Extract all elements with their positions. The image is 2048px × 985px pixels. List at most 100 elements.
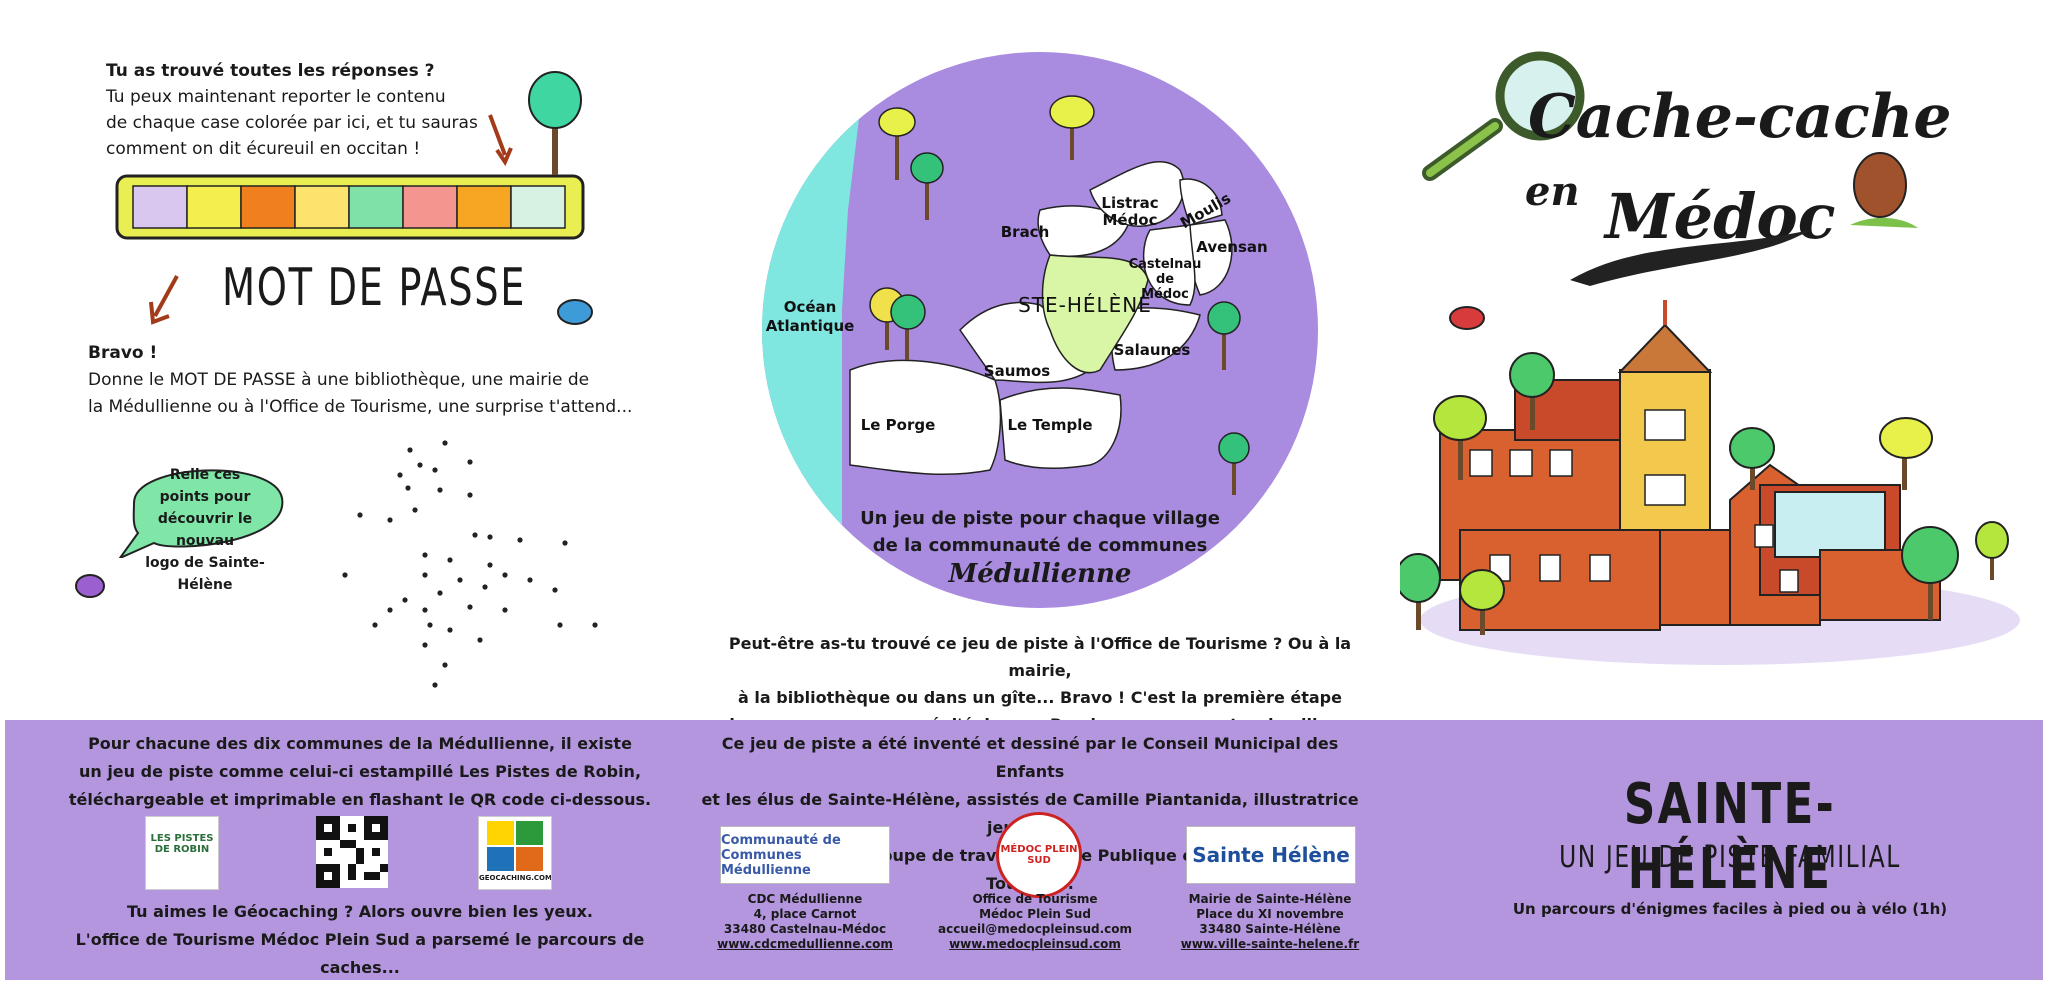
tree-icon xyxy=(869,95,1250,495)
intro-text: Tu as trouvé toutes les réponses ? Tu pe… xyxy=(106,58,526,162)
address-line: Place du XI novembre xyxy=(1196,907,1344,921)
town-tagline: Un parcours d'énigmes faciles à pied ou … xyxy=(1512,900,1948,918)
address-line: Mairie de Sainte-Hélène xyxy=(1188,892,1352,906)
address-line: Office de Tourisme xyxy=(972,892,1098,906)
village-label: Brach xyxy=(1001,223,1050,241)
title-medoc: Médoc xyxy=(1605,180,1836,253)
bubble-line: découvrir le nouvau xyxy=(157,511,253,549)
village-label: Médoc xyxy=(1102,211,1157,229)
address-line: Médoc Plein Sud xyxy=(979,907,1091,921)
bird-icon xyxy=(75,574,105,598)
pistes-line: un jeu de piste comme celui-ci estampill… xyxy=(78,762,642,781)
caption-line: Un jeu de piste pour chaque village xyxy=(860,508,1220,529)
partner-logo-text: Communauté de Communes Médullienne xyxy=(721,832,841,878)
partner-link[interactable]: www.cdcmedullienne.com xyxy=(717,937,893,951)
village-label: Médoc xyxy=(1141,287,1189,302)
partner-link[interactable]: www.ville-sainte-helene.fr xyxy=(1180,937,1360,951)
geocaching-logo: GEOCACHING.COM xyxy=(478,816,552,890)
town-subtitle: UN JEU DE PISTE FAMILIAL xyxy=(1559,840,1901,875)
village-label: Saumos xyxy=(984,362,1051,380)
center-line: Peut-être as-tu trouvé ce jeu de piste à… xyxy=(728,634,1352,680)
village-label: Salaunes xyxy=(1114,341,1191,359)
tree-icon xyxy=(528,71,582,175)
password-box xyxy=(186,185,242,229)
password-title: MOT DE PASSE xyxy=(222,258,527,318)
village-label: de xyxy=(1156,272,1174,287)
connect-the-dots xyxy=(342,440,598,688)
address-line: 4, place Carnot xyxy=(753,907,857,921)
partner-address: Office de Tourisme Médoc Plein Sud accue… xyxy=(935,892,1135,952)
password-box xyxy=(456,185,512,229)
arrow-icon xyxy=(149,275,179,325)
speech-bubble xyxy=(118,469,284,558)
town-title: SAINTE-HÉLÈNE xyxy=(1623,772,1837,902)
ste-helene-area xyxy=(1041,254,1149,374)
robin-logo-line: LES PISTES xyxy=(150,833,214,844)
bravo-text: Bravo ! Donne le MOT DE PASSE à une bibl… xyxy=(88,340,708,421)
village-label: Listrac xyxy=(1101,194,1158,212)
title-en: en xyxy=(1525,168,1580,215)
password-box xyxy=(240,185,296,229)
geocaching-label: GEOCACHING.COM xyxy=(479,874,552,882)
bravo-title: Bravo ! xyxy=(88,343,158,363)
center-line: à la bibliothèque ou dans un gîte... Bra… xyxy=(738,688,1342,707)
page-title: Cache-cache xyxy=(1528,82,1952,152)
password-box xyxy=(402,185,458,229)
robin-logo: LES PISTES DE ROBIN xyxy=(145,816,219,890)
credits-line: Ce jeu de piste a été inventé et dessiné… xyxy=(721,734,1339,781)
bubble-text: Relie ces points pour découvrir le nouva… xyxy=(132,464,278,596)
village-label: Castelnau xyxy=(1129,257,1202,272)
partner-address: Mairie de Sainte-Hélène Place du XI nove… xyxy=(1170,892,1370,952)
pistes-info: Pour chacune des dix communes de la Médu… xyxy=(60,730,660,814)
bravo-line: Donne le MOT DE PASSE à une bibliothèque… xyxy=(88,370,590,390)
arrow-icon xyxy=(488,114,513,167)
pistes-line: Pour chacune des dix communes de la Médu… xyxy=(88,734,632,753)
magnifying-glass-icon xyxy=(1422,51,1585,181)
village-label: Atlantique xyxy=(766,317,855,335)
village-label: Océan xyxy=(784,298,837,316)
pinecone-icon xyxy=(1850,152,1918,228)
partner-address: CDC Médullienne 4, place Carnot 33480 Ca… xyxy=(705,892,905,952)
village-illustration xyxy=(1400,300,2020,665)
village-label: Le Porge xyxy=(861,416,936,434)
swoosh-icon xyxy=(1570,230,1810,286)
password-box xyxy=(510,185,566,229)
intro-line: Tu peux maintenant reporter le contenu xyxy=(106,87,446,107)
address-line: 33480 Castelnau-Médoc xyxy=(723,922,887,936)
caption-brand: Médullienne xyxy=(948,559,1132,589)
partner-logo-text: MÉDOC PLEIN SUD xyxy=(1000,844,1078,866)
bubble-line: points pour xyxy=(159,489,251,505)
bird-icon xyxy=(1449,306,1485,330)
address-line: CDC Médullienne xyxy=(747,892,863,906)
geocaching-line: Tu aimes le Géocaching ? Alors ouvre bie… xyxy=(126,902,594,921)
bravo-line: la Médullienne ou à l'Office de Tourisme… xyxy=(88,397,633,417)
village-label: Le Temple xyxy=(1007,416,1092,434)
geocaching-line: L'office de Tourisme Médoc Plein Sud a p… xyxy=(75,930,645,977)
bird-icon xyxy=(557,299,593,325)
sainte-helene-logo: Sainte Hélène xyxy=(1186,826,1356,884)
intro-line: comment on dit écureuil en occitan ! xyxy=(106,139,421,159)
intro-line: de chaque case colorée par ici, et tu sa… xyxy=(106,113,478,133)
password-boxes xyxy=(115,174,585,240)
village-label: STE-HÉLÈNE xyxy=(1018,293,1152,317)
intro-line: Tu as trouvé toutes les réponses ? xyxy=(106,61,435,81)
robin-logo-line: DE ROBIN xyxy=(154,844,210,855)
qr-code[interactable] xyxy=(316,816,388,888)
partner-link[interactable]: www.medocpleinsud.com xyxy=(949,937,1121,951)
address-line: 33480 Sainte-Hélène xyxy=(1199,922,1341,936)
password-box xyxy=(294,185,350,229)
village-label: Avensan xyxy=(1196,238,1267,256)
partner-logo-text: Sainte Hélène xyxy=(1192,843,1350,867)
password-box xyxy=(348,185,404,229)
medullienne-logo: Communauté de Communes Médullienne xyxy=(720,826,890,884)
password-box xyxy=(132,185,188,229)
bubble-line: logo de Sainte-Hélène xyxy=(145,555,265,593)
village-map: Brach Listrac Médoc Moulis Avensan Caste… xyxy=(762,52,1318,608)
address-line: accueil@medocpleinsud.com xyxy=(937,922,1132,936)
medoc-plein-sud-logo: MÉDOC PLEIN SUD xyxy=(996,812,1082,898)
tree-icon xyxy=(1400,352,2009,635)
geocaching-info: Tu aimes le Géocaching ? Alors ouvre bie… xyxy=(60,898,660,982)
caption-line: de la communauté de communes xyxy=(872,535,1208,556)
bubble-line: Relie ces xyxy=(169,467,241,483)
map-caption: Un jeu de piste pour chaque village de l… xyxy=(810,505,1270,588)
